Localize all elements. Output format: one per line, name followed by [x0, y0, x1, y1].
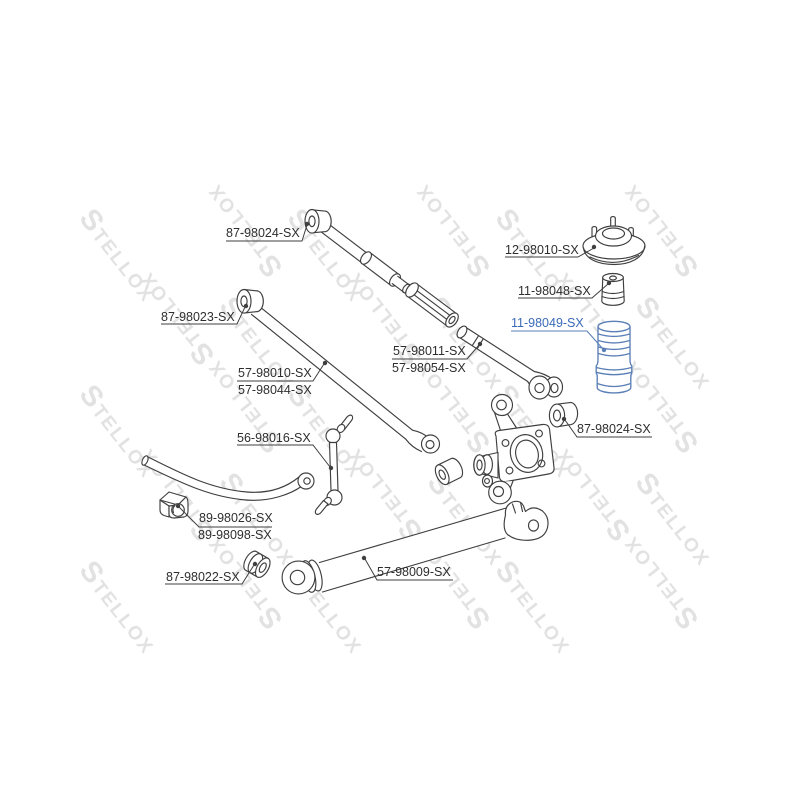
upper-lateral-rod-drawing — [304, 208, 564, 400]
part-label-11-98048: 11-98048-SX — [518, 284, 591, 298]
part-label-87-98023-upper: 87-98023-SX — [161, 310, 235, 324]
trailing-arm-drawing — [281, 500, 549, 595]
part-label-87-98022: 87-98022-SX — [166, 570, 240, 584]
part-label-89-98026: 89-98026-SX — [199, 511, 273, 525]
part-label-57-98009: 57-98009-SX — [377, 565, 451, 579]
part-label-89-98098: 89-98098-SX — [198, 528, 272, 542]
knuckle-bushing-drawing — [548, 401, 579, 428]
part-label-56-98016: 56-98016-SX — [237, 431, 311, 445]
strut-mount-drawing — [582, 216, 646, 266]
bump-stop-drawing — [601, 272, 625, 306]
arm-bushing-drawing — [434, 457, 464, 486]
part-label-57-98011: 57-98011-SX — [393, 344, 466, 358]
part-label-57-98010: 57-98010-SX — [238, 366, 312, 380]
lower-lateral-rod-drawing — [236, 288, 441, 454]
part-label-11-98049-highlighted[interactable]: 11-98049-SX — [511, 316, 584, 330]
part-label-57-98054: 57-98054-SX — [392, 361, 466, 375]
part-label-87-98024-right: 87-98024-SX — [577, 422, 651, 436]
dust-boot-drawing-highlighted[interactable] — [595, 320, 633, 394]
stabilizer-bar-drawing — [141, 455, 315, 501]
stabilizer-link-drawing — [314, 414, 354, 515]
part-label-87-98024-top: 87-98024-SX — [226, 226, 300, 240]
stabilizer-bushing-drawing — [159, 491, 189, 519]
part-label-57-98044: 57-98044-SX — [238, 383, 312, 397]
knuckle-drawing — [473, 393, 555, 505]
part-label-12-98010: 12-98010-SX — [505, 243, 579, 257]
leader-lines — [161, 221, 652, 585]
